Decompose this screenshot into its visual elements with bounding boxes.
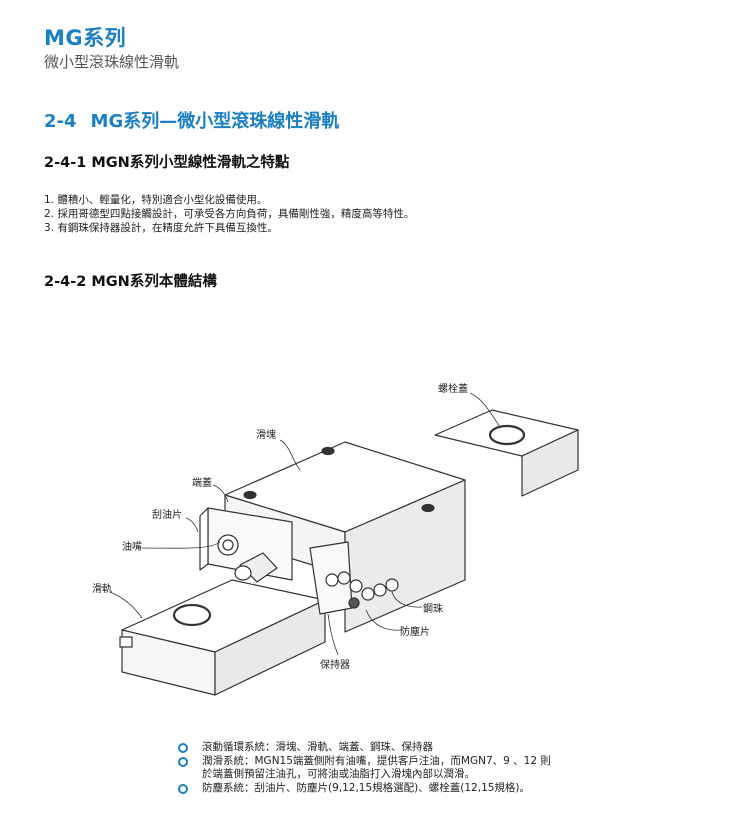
end-seal <box>199 507 209 571</box>
feature-list: 1. 體積小、輕量化，特別適合小型化設備使用。 2. 採用哥德型四點接觸設計，可… <box>44 193 414 235</box>
label-bottom-seal: 防塵片 <box>400 625 430 638</box>
subsection-title-features: 2-4-1 MGN系列小型線性滑軌之特點 <box>44 155 290 171</box>
rail-front-side <box>214 599 326 696</box>
label-end-cap: 端蓋 <box>192 476 212 489</box>
rail-back-side <box>521 429 579 497</box>
linear-guide-illustration: 螺栓蓋 滑塊 端蓋 刮油片 油嘴 滑軌 鋼珠 防塵片 保持器 <box>92 382 579 696</box>
steel-ball <box>348 597 360 609</box>
rail-groove <box>119 636 133 648</box>
rail-bolt-hole-front <box>172 603 212 627</box>
feature-item: 1. 體積小、輕量化，特別適合小型化設備使用。 <box>44 194 268 206</box>
structure-diagram: 螺栓蓋 滑塊 端蓋 刮油片 油嘴 滑軌 鋼珠 防塵片 保持器 <box>80 370 600 710</box>
note-line: 防塵系統：刮油片、防塵片(9,12,15規格選配)、螺栓蓋(12,15規格)。 <box>202 781 531 794</box>
block-bolt-hole <box>321 446 335 456</box>
feature-item: 2. 採用哥德型四點接觸設計，可承受各方向負荷，具備剛性強，精度高等特性。 <box>44 208 415 220</box>
label-retainer: 保持器 <box>320 658 350 671</box>
section-title: 2-4 MG系列—微小型滾珠線性滑軌 <box>44 107 339 133</box>
feature-item: 3. 有鋼珠保持器設計，在精度允許下具備互換性。 <box>44 222 278 234</box>
leader-retainer <box>327 613 339 656</box>
grease-nipple <box>239 552 278 583</box>
section-title-text: MG系列—微小型滾珠線性滑軌 <box>90 111 340 132</box>
label-block: 滑塊 <box>256 428 276 441</box>
circle-bullet-icon <box>178 743 188 753</box>
circle-bullet-icon <box>178 783 188 794</box>
steel-ball <box>337 571 351 585</box>
note-line: 滾動循環系統：滑塊、滑軌、端蓋、鋼珠、保持器 <box>202 741 433 753</box>
leader-balls <box>391 591 423 608</box>
note-item: 防塵系統：刮油片、防塵片(9,12,15規格選配)、螺栓蓋(12,15規格)。 <box>178 782 618 796</box>
leader-bottom-seal <box>365 609 403 631</box>
label-balls: 鋼珠 <box>423 602 443 615</box>
steel-ball <box>349 579 363 593</box>
end-cap-port-inner <box>222 539 234 551</box>
block-bolt-hole <box>243 490 257 500</box>
header-title: MG系列 <box>44 26 127 50</box>
leader-rail <box>109 591 143 619</box>
leader-end-seal <box>185 517 199 533</box>
label-end-seal: 刮油片 <box>152 508 182 521</box>
header-subtitle: 微小型滾珠線性滑軌 <box>44 53 180 71</box>
steel-ball <box>325 573 339 587</box>
block-bolt-hole <box>421 503 435 513</box>
note-item: 滾動循環系統：滑塊、滑軌、端蓋、鋼珠、保持器 <box>178 741 618 755</box>
note-item: 潤滑系統：MGN15端蓋側附有油嘴，提供客戶注油，而MGN7、9 、12 則 於… <box>178 755 618 782</box>
steel-ball <box>385 578 399 592</box>
note-line: 潤滑系統：MGN15端蓋側附有油嘴，提供客戶注油，而MGN7、9 、12 則 <box>202 754 551 767</box>
leader-block <box>279 439 301 471</box>
label-grease-nipple: 油嘴 <box>122 540 142 553</box>
section-number: 2-4 <box>44 111 77 132</box>
leader-bolt-cap <box>469 392 501 428</box>
system-notes: 滾動循環系統：滑塊、滑軌、端蓋、鋼珠、保持器 潤滑系統：MGN15端蓋側附有油嘴… <box>178 741 618 795</box>
grease-nipple-tip <box>234 565 252 581</box>
label-bolt-cap: 螺栓蓋 <box>438 382 468 395</box>
rail-bolt-hole-back <box>488 424 526 446</box>
note-line: 於端蓋側預留注油孔，可將油或油脂打入滑塊內部以潤滑。 <box>202 768 475 780</box>
label-rail: 滑軌 <box>92 582 112 595</box>
steel-ball <box>373 583 387 597</box>
leader-grease-nipple <box>141 541 221 549</box>
leader-end-cap <box>212 484 229 503</box>
steel-ball <box>361 587 375 601</box>
subsection-title-structure: 2-4-2 MGN系列本體結構 <box>44 274 217 290</box>
circle-bullet-icon <box>178 756 188 767</box>
